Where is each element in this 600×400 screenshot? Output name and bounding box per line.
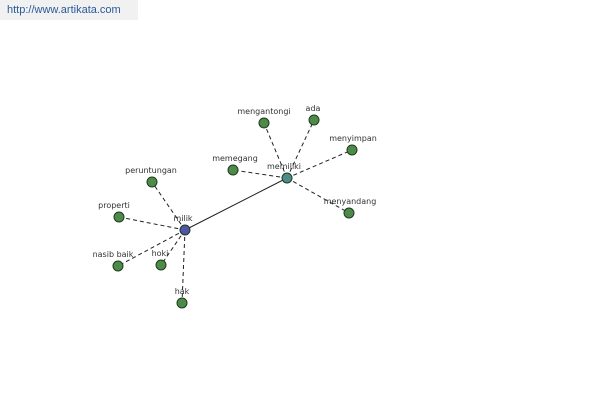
node-menyimpan[interactable] [346,144,358,156]
node-label-nasib-baik[interactable]: nasib baik [93,250,134,259]
edge-milik-hak [181,229,186,304]
node-memiliki[interactable] [281,172,293,184]
node-label-menyimpan[interactable]: menyimpan [329,134,377,143]
node-menyandang[interactable] [343,207,355,219]
node-label-memegang[interactable]: memegang [212,154,258,163]
node-label-memiliki[interactable]: memiliki [267,162,301,171]
node-peruntungan[interactable] [146,176,158,188]
node-milik[interactable] [179,224,191,236]
site-url-link[interactable]: http://www.artikata.com [0,0,138,20]
node-hak[interactable] [176,297,188,309]
edge-milik-peruntungan [151,181,186,231]
node-hoki[interactable] [155,259,167,271]
node-label-hak[interactable]: hak [175,287,190,296]
labels-layer: milik memiliki mengantongi ada menyimpan meme… [93,104,377,296]
edge-milik-hoki [160,229,186,266]
edge-memiliki-menyimpan [286,149,353,179]
node-properti[interactable] [113,211,125,223]
edge-memiliki-menyandang [286,177,350,214]
edge-memiliki-mengantongi [263,122,288,179]
node-nasib-baik[interactable] [112,260,124,272]
node-label-ada[interactable]: ada [306,104,321,113]
node-label-peruntungan[interactable]: peruntungan [125,166,177,175]
edge-memiliki-ada [286,119,315,179]
node-memegang[interactable] [227,164,239,176]
node-label-milik[interactable]: milik [173,214,192,223]
node-mengantongi[interactable] [258,117,270,129]
edge-milik-memiliki [184,177,288,231]
node-label-properti[interactable]: properti [98,201,130,210]
edges-layer [117,119,353,304]
edge-milik-nasib-baik [117,229,186,267]
node-ada[interactable] [308,114,320,126]
node-label-mengantongi[interactable]: mengantongi [237,107,290,116]
nodes-layer [112,114,358,309]
node-label-menyandang[interactable]: menyandang [324,197,377,206]
edge-memiliki-memegang [232,169,288,179]
edge-milik-properti [118,216,186,231]
node-label-hoki[interactable]: hoki [152,249,169,258]
